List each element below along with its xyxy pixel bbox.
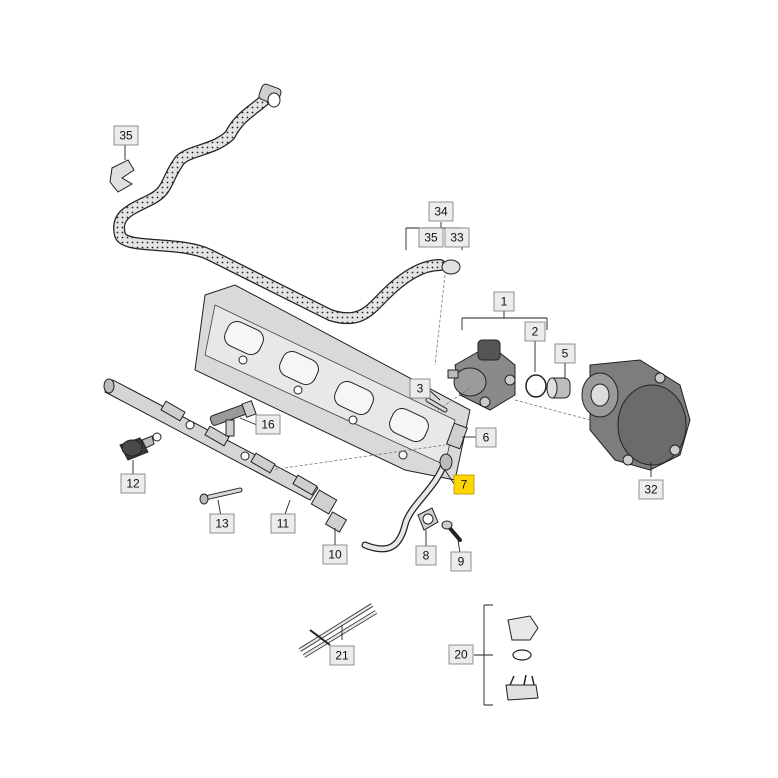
- bolt-13: [199, 487, 243, 505]
- vacuum-pump: [581, 359, 691, 471]
- dashed-guides: [269, 274, 591, 471]
- label-21: 21: [329, 645, 355, 666]
- o-ring: [525, 374, 547, 398]
- hose-clip: [109, 159, 135, 193]
- label-33: 33: [444, 227, 470, 248]
- hose-clip-33: [441, 259, 461, 275]
- high-pressure-pump: [447, 339, 516, 411]
- pipe-bracket: [417, 507, 439, 531]
- label-35-top: 35: [113, 125, 139, 146]
- label-13: 13: [209, 513, 235, 534]
- label-9: 9: [450, 551, 472, 572]
- label-2: 2: [524, 321, 546, 342]
- union-6: [446, 422, 468, 450]
- svg-text:5: 5: [562, 347, 569, 361]
- repair-kit-parts: [505, 615, 539, 701]
- label-1: 1: [493, 291, 515, 312]
- svg-text:11: 11: [277, 517, 290, 531]
- union-nut: [324, 511, 348, 533]
- vacuum-hose: [113, 83, 446, 325]
- high-pressure-pipe: [361, 453, 453, 553]
- fuel-sensor: [209, 400, 257, 437]
- label-34: 34: [428, 201, 454, 222]
- svg-text:7: 7: [461, 478, 468, 492]
- label-6: 6: [475, 427, 497, 448]
- label-8: 8: [415, 545, 437, 566]
- svg-text:32: 32: [644, 483, 658, 497]
- svg-text:10: 10: [328, 548, 342, 562]
- svg-text:13: 13: [215, 517, 229, 531]
- svg-text:34: 34: [434, 205, 448, 219]
- svg-text:33: 33: [450, 231, 464, 245]
- label-5: 5: [554, 343, 576, 364]
- cable-ties: [298, 603, 378, 658]
- bolt-9: [441, 520, 462, 542]
- cylinder-head-casting: [194, 284, 471, 481]
- roller-tappet: [546, 377, 571, 399]
- bolt-3: [425, 397, 448, 413]
- label-11: 11: [270, 513, 296, 534]
- label-35-kit: 35: [418, 227, 444, 248]
- svg-text:35: 35: [119, 129, 133, 143]
- svg-text:21: 21: [335, 649, 349, 663]
- label-12: 12: [120, 473, 146, 494]
- svg-text:3: 3: [417, 382, 424, 396]
- label-20: 20: [448, 644, 474, 665]
- svg-text:8: 8: [423, 549, 430, 563]
- svg-text:2: 2: [532, 325, 539, 339]
- svg-text:35: 35: [424, 231, 438, 245]
- svg-text:12: 12: [126, 477, 140, 491]
- label-10: 10: [322, 544, 348, 565]
- label-16: 16: [255, 414, 281, 435]
- label-3: 3: [409, 378, 431, 399]
- svg-text:16: 16: [261, 418, 275, 432]
- label-32: 32: [638, 479, 664, 500]
- label-7[interactable]: 7: [453, 474, 475, 495]
- svg-text:1: 1: [501, 295, 508, 309]
- svg-text:20: 20: [454, 648, 468, 662]
- pressure-sender: [119, 435, 155, 461]
- svg-text:9: 9: [458, 555, 465, 569]
- fuel-rail: [103, 378, 338, 515]
- svg-text:6: 6: [483, 431, 490, 445]
